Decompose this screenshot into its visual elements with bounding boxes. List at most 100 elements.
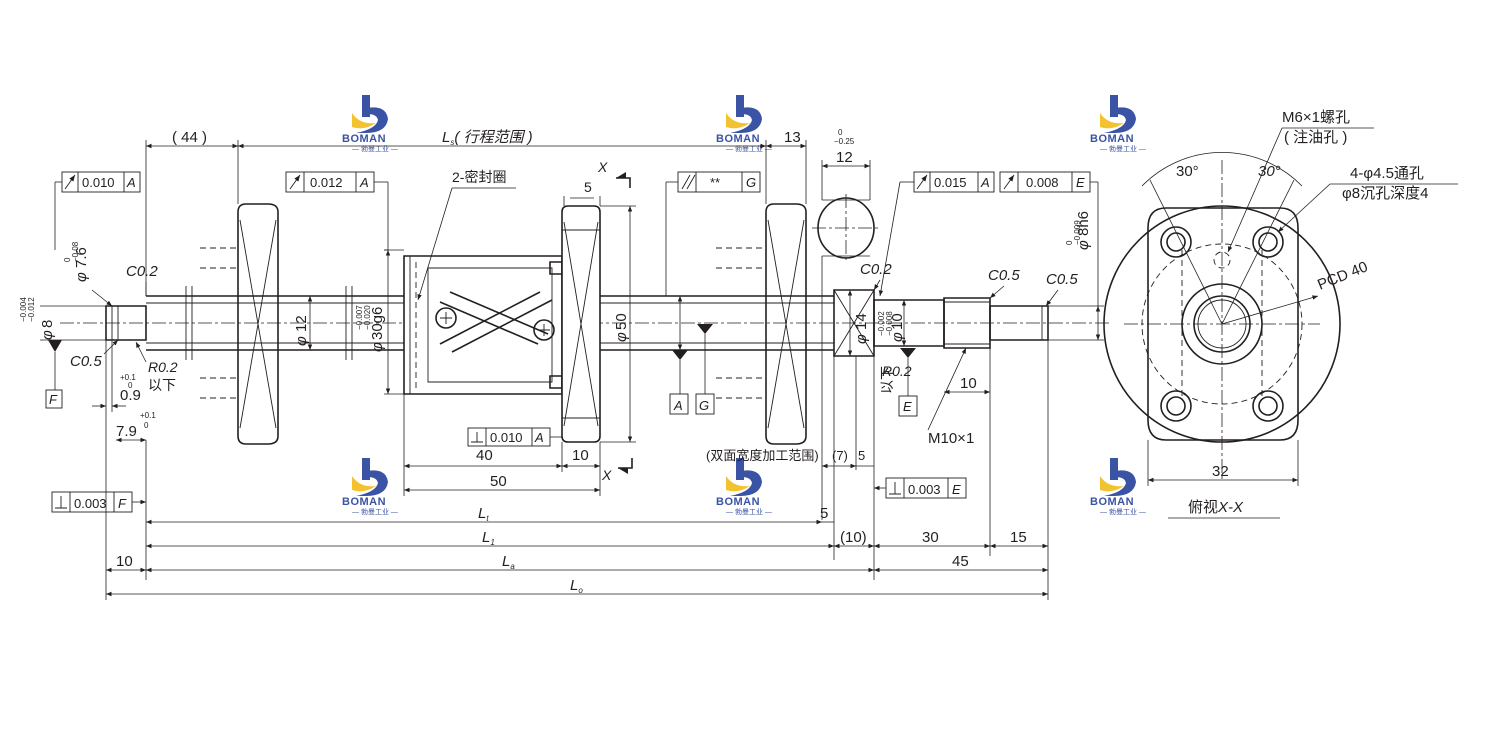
- flats-range-dims: (双面宽度加工范围) (7) 5: [706, 256, 875, 580]
- logo-text: BOMAN: [716, 133, 760, 145]
- dim-12-top: 12: [836, 149, 853, 166]
- svg-text:0.003: 0.003: [74, 496, 107, 511]
- svg-text:φ: φ: [293, 336, 310, 346]
- svg-text:0.9: 0.9: [120, 387, 141, 404]
- svg-text:F: F: [118, 496, 127, 511]
- logo-text: BOMAN: [716, 496, 760, 508]
- below-right: 以下: [879, 366, 895, 394]
- top-dimensions: ( 44 ) Ls( 行程范围 ) 13 0 −0.25 12: [145, 128, 871, 296]
- logo-subtitle: — 勃曼工业 —: [352, 507, 398, 516]
- svg-text:0: 0: [144, 421, 149, 430]
- m6-label: M6×1螺孔: [1282, 109, 1350, 126]
- logo-subtitle: — 勃曼工业 —: [1100, 507, 1146, 516]
- logo-subtitle: — 勃曼工业 —: [1100, 144, 1146, 153]
- section-x-top: X: [597, 159, 608, 175]
- svg-text:φ: φ: [73, 272, 90, 282]
- svg-text:−0.008: −0.008: [885, 311, 894, 336]
- oil-label: ( 注油孔 ): [1284, 129, 1347, 146]
- svg-text:φ: φ: [853, 334, 870, 344]
- svg-text:0.010: 0.010: [490, 430, 523, 445]
- tol-m025: −0.25: [834, 137, 855, 146]
- svg-text:E: E: [903, 399, 912, 414]
- la-label: La: [502, 553, 515, 571]
- counterbore-label: φ8沉孔深度4: [1342, 185, 1428, 202]
- ls-label: Ls( 行程范围 ): [442, 129, 533, 147]
- angle-30-left: 30°: [1176, 163, 1199, 180]
- left-support-ghost: [200, 203, 279, 445]
- svg-text:φ: φ: [613, 332, 630, 342]
- fcf-runout-008-e: 0.008 E: [999, 171, 1099, 306]
- c05-right-2: C0.5: [1046, 271, 1078, 288]
- c05-left: C0.5: [70, 353, 102, 370]
- datum-a-g: A G: [669, 296, 715, 415]
- svg-text:−0.009: −0.009: [1073, 220, 1082, 245]
- section-x-bottom: X: [601, 467, 612, 483]
- svg-text:+0.1: +0.1: [120, 373, 136, 382]
- svg-text:5: 5: [820, 505, 828, 522]
- fcf-parallel-g: ** G: [665, 171, 761, 296]
- boman-logo-2: BOMAN — 勃曼工业 —: [716, 95, 772, 153]
- tol-0-top: 0: [838, 128, 843, 137]
- fcf-perp-003-f: 0.003 F: [51, 491, 146, 513]
- fcf-runout-010-a: 0.010 A: [54, 171, 141, 250]
- dim-09-79: +0.1 0 0.9 +0.1 0 7.9: [92, 340, 156, 443]
- dim-32: 32: [1212, 463, 1229, 480]
- svg-text:0: 0: [128, 381, 133, 390]
- lo-label: Lo: [570, 577, 583, 595]
- boman-logo-4: BOMAN — 勃曼工业 —: [342, 458, 398, 516]
- svg-text:0.015: 0.015: [934, 175, 967, 190]
- svg-text:G: G: [746, 175, 756, 190]
- view-label: 俯视X-X: [1188, 499, 1244, 516]
- dim-left-diameters: φ 7.6 0 −0.08 φ 8 −0.004 −0.012 F: [19, 241, 113, 409]
- svg-text:−0.002: −0.002: [877, 311, 886, 336]
- svg-text:0: 0: [1065, 240, 1074, 245]
- dim-5-top: 5: [584, 179, 592, 195]
- svg-text:7.9: 7.9: [116, 423, 137, 440]
- svg-text:(双面宽度加工范围): (双面宽度加工范围): [706, 448, 819, 463]
- svg-text:30: 30: [922, 529, 939, 546]
- svg-text:15: 15: [1010, 529, 1027, 546]
- svg-text:0.012: 0.012: [310, 175, 343, 190]
- svg-text:φ: φ: [1075, 240, 1092, 250]
- svg-text:10: 10: [889, 313, 906, 330]
- holes-label: 4-φ4.5通孔: [1350, 165, 1424, 182]
- svg-text:5: 5: [858, 448, 865, 463]
- l1-label: L1: [482, 529, 495, 547]
- dim-44: ( 44 ): [172, 129, 207, 146]
- svg-text:−0.012: −0.012: [27, 297, 36, 322]
- logo-subtitle: — 勃曼工业 —: [726, 144, 772, 153]
- svg-text:45: 45: [952, 553, 969, 570]
- svg-text:(7): (7): [832, 448, 848, 463]
- svg-text:A: A: [126, 175, 136, 190]
- logo-text: BOMAN: [342, 496, 386, 508]
- nut-lower-dims: 0.010 A 40 10 50: [403, 394, 601, 496]
- svg-text:φ: φ: [369, 342, 386, 352]
- flange-top-view: [1103, 152, 1341, 480]
- svg-text:E: E: [1076, 175, 1085, 190]
- svg-text:40: 40: [476, 447, 493, 464]
- svg-text:10: 10: [572, 447, 589, 464]
- svg-text:φ: φ: [39, 330, 56, 340]
- dim-10-thread: 10: [960, 375, 977, 392]
- svg-text:8h6: 8h6: [1075, 211, 1092, 236]
- logo-text: BOMAN: [342, 133, 386, 145]
- logo-text: BOMAN: [1090, 496, 1134, 508]
- svg-text:A: A: [673, 398, 683, 413]
- logo-subtitle: — 勃曼工业 —: [352, 144, 398, 153]
- fcf-runout-012-a: 0.012 A: [285, 171, 389, 251]
- fcf-runout-015-a: 0.015 A: [878, 171, 995, 297]
- svg-text:F: F: [49, 392, 58, 407]
- svg-text:−0.004: −0.004: [19, 297, 28, 322]
- angle-30-right: 30°: [1258, 163, 1281, 180]
- logo-text: BOMAN: [1090, 133, 1134, 145]
- return-tube: [435, 291, 555, 353]
- svg-text:10: 10: [116, 553, 133, 570]
- svg-text:(10): (10): [840, 529, 867, 546]
- ball-nut: [403, 205, 601, 443]
- seal-label: 2-密封圈: [452, 169, 506, 185]
- svg-text:0.010: 0.010: [82, 175, 115, 190]
- svg-text:φ: φ: [889, 332, 906, 342]
- c05-right-1: C0.5: [988, 267, 1020, 284]
- c02-right: C0.2: [860, 261, 892, 278]
